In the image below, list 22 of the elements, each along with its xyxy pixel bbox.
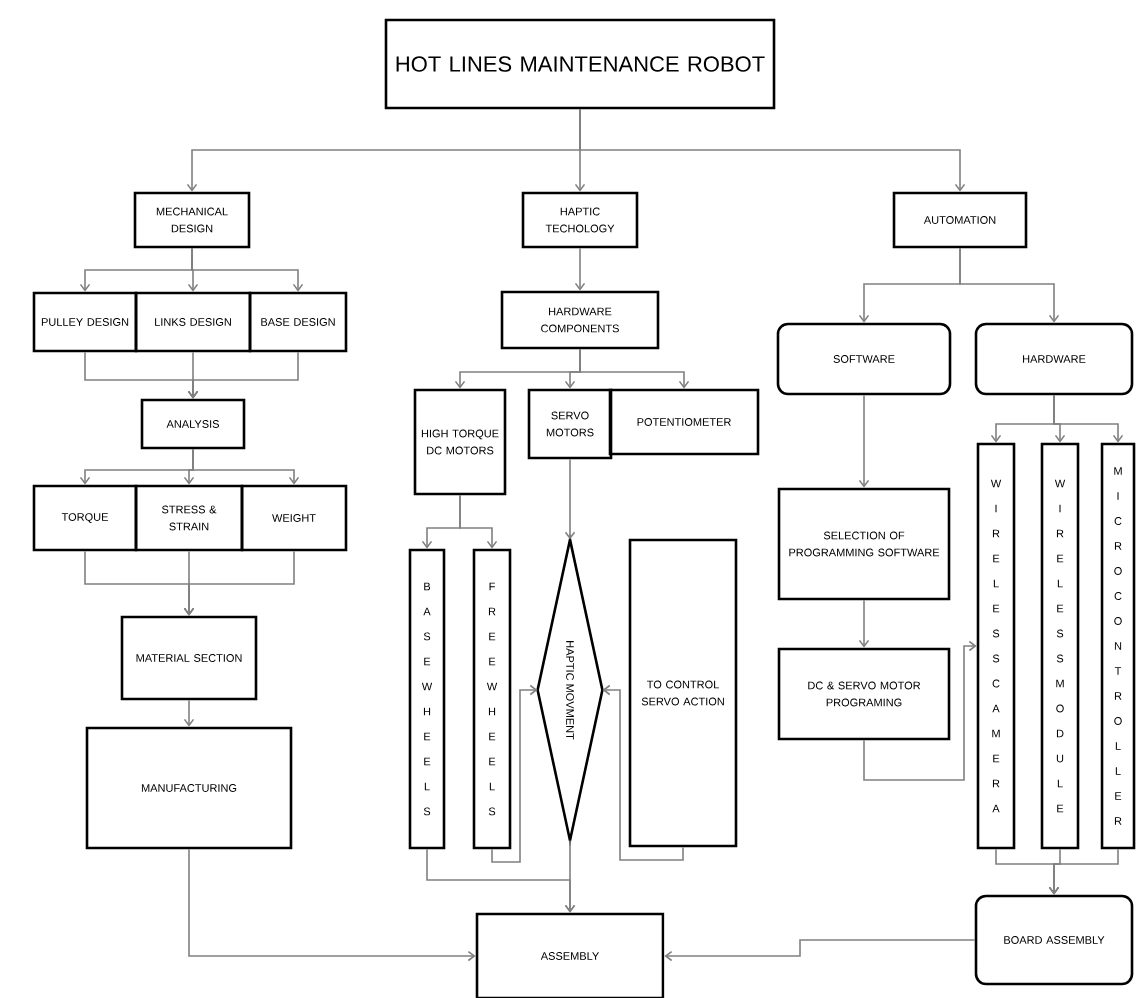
arrow bbox=[858, 394, 870, 488]
title-box: HOT LINES MAINTENANCE ROBOT bbox=[384, 18, 776, 110]
arrow bbox=[188, 848, 476, 962]
arrow bbox=[858, 599, 870, 648]
arrow bbox=[1053, 394, 1124, 443]
arrow bbox=[459, 494, 498, 549]
arrow bbox=[1048, 848, 1119, 895]
arrow bbox=[491, 684, 538, 863]
arrow bbox=[192, 448, 300, 485]
arrow bbox=[187, 351, 299, 399]
arrow bbox=[579, 348, 690, 389]
arrow bbox=[959, 247, 1060, 323]
arrow bbox=[602, 684, 684, 861]
arrow bbox=[183, 550, 295, 616]
arrow bbox=[183, 699, 195, 727]
arrow bbox=[191, 247, 304, 292]
arrow bbox=[564, 839, 576, 913]
arrow bbox=[664, 939, 976, 962]
arrow bbox=[863, 640, 977, 781]
arrow bbox=[574, 247, 586, 291]
arrow bbox=[579, 108, 966, 192]
arrow bbox=[564, 458, 576, 540]
